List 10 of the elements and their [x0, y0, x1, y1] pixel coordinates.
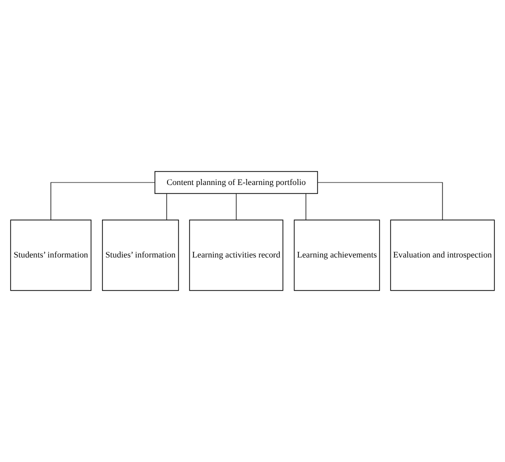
- node-box: Studies’ information: [102, 220, 179, 291]
- node-box: Learning achievements: [294, 220, 380, 291]
- node-box: Content planning of E-learning portfolio: [154, 171, 318, 194]
- node-box: Evaluation and introspection: [390, 220, 495, 291]
- connector: [50, 182, 155, 220]
- node-box: Learning activities record: [189, 220, 284, 291]
- connector: [166, 193, 168, 220]
- connector: [317, 182, 443, 220]
- connector: [236, 193, 237, 220]
- node-box: Students’ information: [10, 220, 92, 291]
